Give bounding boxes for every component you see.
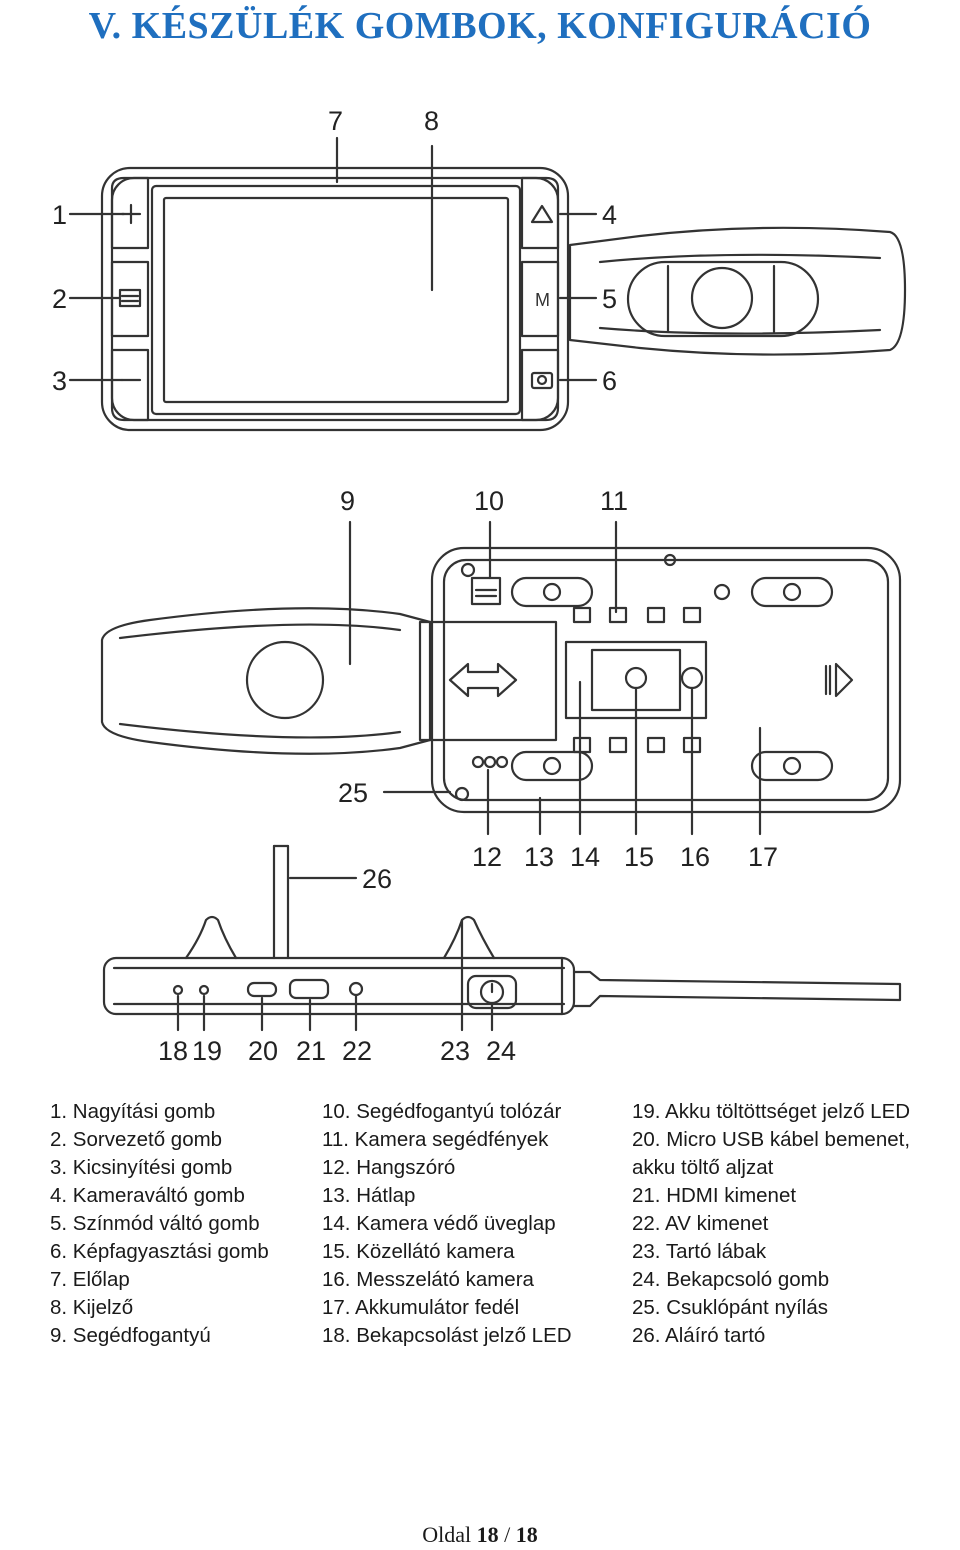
- callout-14: 14: [570, 842, 600, 872]
- page-footer: Oldal 18 / 18: [0, 1522, 960, 1548]
- legend-item: 25. Csuklópánt nyílás: [632, 1296, 829, 1319]
- legend-item: 4. Kameraváltó gomb: [50, 1184, 245, 1207]
- legend-item: 1. Nagyítási gomb: [50, 1100, 216, 1123]
- footer-separator: /: [498, 1522, 516, 1547]
- callout-25: 25: [338, 778, 368, 808]
- callout-2: 2: [52, 284, 67, 314]
- callout-26: 26: [362, 864, 392, 894]
- callout-10: 10: [474, 486, 504, 516]
- callout-12: 12: [472, 842, 502, 872]
- legend-item: 10. Segédfogantyú tolózár: [322, 1100, 562, 1123]
- device-illustration: M: [52, 106, 907, 1066]
- legend-item: 24. Bekapcsoló gomb: [632, 1268, 830, 1291]
- legend-item: akku töltő aljzat: [632, 1156, 774, 1179]
- plus-mark: +: [122, 220, 123, 222]
- legend-item: 17. Akkumulátor fedél: [322, 1296, 520, 1319]
- m-mark: M: [535, 290, 550, 310]
- legend-item: 5. Színmód váltó gomb: [50, 1212, 260, 1235]
- legend-column-2: 10. Segédfogantyú tolózár 11. Kamera seg…: [322, 1098, 572, 1350]
- legend-item: 6. Képfagyasztási gomb: [50, 1240, 269, 1263]
- legend-item: 19. Akku töltöttséget jelző LED: [632, 1100, 911, 1123]
- callout-20: 20: [248, 1036, 278, 1066]
- legend-item: 8. Kijelző: [50, 1296, 134, 1319]
- legend-item: 11. Kamera segédfények: [322, 1128, 549, 1151]
- callout-7: 7: [328, 106, 343, 136]
- page-title: V. KÉSZÜLÉK GOMBOK, KONFIGURÁCIÓ: [88, 5, 872, 47]
- legend-item: 9. Segédfogantyú: [50, 1324, 211, 1347]
- callout-18: 18: [158, 1036, 188, 1066]
- callout-22: 22: [342, 1036, 372, 1066]
- legend-item: 14. Kamera védő üveglap: [322, 1212, 556, 1235]
- legend-item: 23. Tartó lábak: [632, 1240, 767, 1263]
- callout-21: 21: [296, 1036, 326, 1066]
- callout-11: 11: [600, 486, 628, 516]
- callout-3: 3: [52, 366, 67, 396]
- callout-19: 19: [192, 1036, 222, 1066]
- legend-item: 12. Hangszóró: [322, 1156, 456, 1179]
- callout-8: 8: [424, 106, 439, 136]
- legend-item: 15. Közellátó kamera: [322, 1240, 515, 1263]
- legend-item: 21. HDMI kimenet: [632, 1184, 797, 1207]
- callout-1: 1: [52, 200, 67, 230]
- callout-4: 4: [602, 200, 617, 230]
- callout-24: 24: [486, 1036, 516, 1066]
- callout-23: 23: [440, 1036, 470, 1066]
- legend-item: 2. Sorvezető gomb: [50, 1128, 223, 1151]
- legend-item: 20. Micro USB kábel bemenet,: [632, 1128, 911, 1151]
- callout-15: 15: [624, 842, 654, 872]
- legend-item: 22. AV kimenet: [632, 1212, 769, 1235]
- legend-item: 26. Aláíró tartó: [632, 1324, 766, 1347]
- legend-column-1: 1. Nagyítási gomb 2. Sorvezető gomb 3. K…: [50, 1098, 269, 1350]
- callout-6: 6: [602, 366, 617, 396]
- footer-prefix: Oldal: [422, 1522, 477, 1547]
- callout-5: 5: [602, 284, 617, 314]
- legend-item: 13. Hátlap: [322, 1184, 416, 1207]
- callout-17: 17: [748, 842, 778, 872]
- legend-item: 16. Messzelátó kamera: [322, 1268, 534, 1291]
- legend-item: 7. Előlap: [50, 1268, 130, 1291]
- legend-column-3: 19. Akku töltöttséget jelző LED 20. Micr…: [632, 1098, 910, 1350]
- callout-13: 13: [524, 842, 554, 872]
- legend-item: 18. Bekapcsolást jelző LED: [322, 1324, 572, 1347]
- legend-item: 3. Kicsinyítési gomb: [50, 1156, 233, 1179]
- footer-page: 18: [476, 1522, 499, 1547]
- callout-9: 9: [340, 486, 355, 516]
- device-diagram: M: [0, 60, 960, 1090]
- callout-16: 16: [680, 842, 710, 872]
- footer-total: 18: [515, 1522, 538, 1547]
